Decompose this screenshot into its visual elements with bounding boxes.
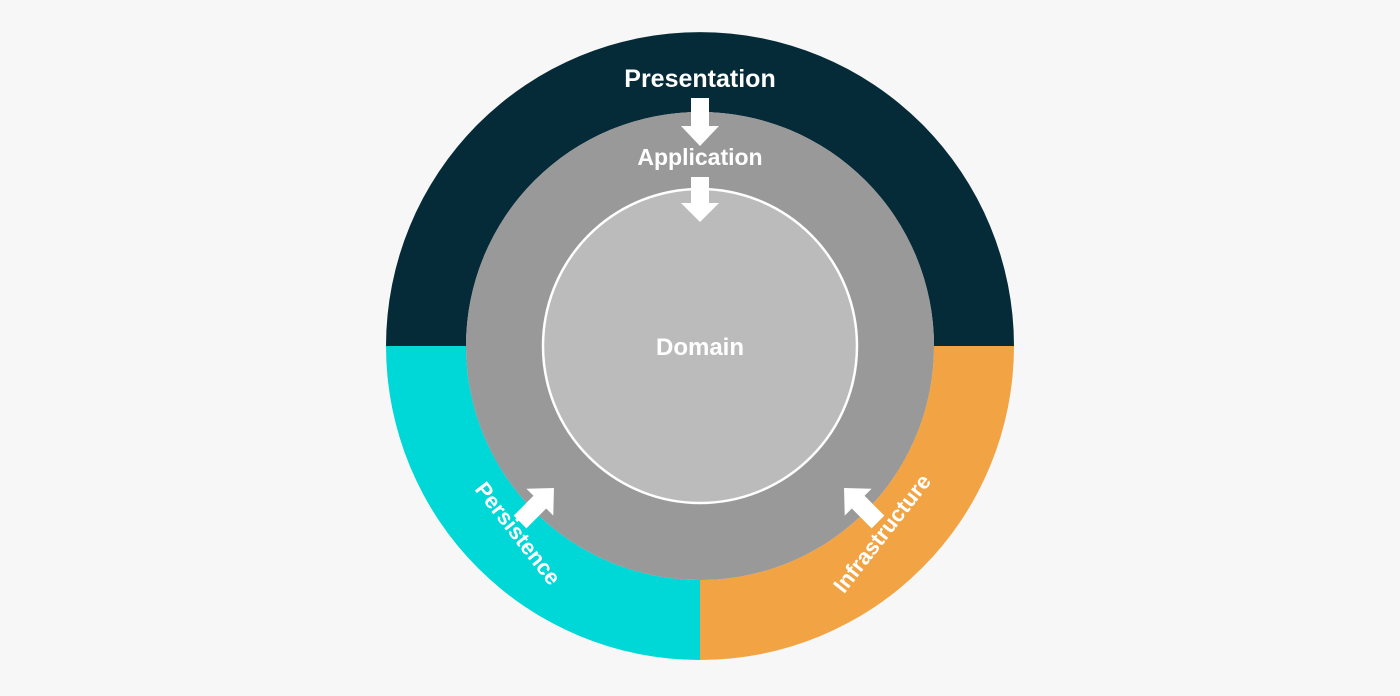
- arrow-application-to-domain: [681, 177, 719, 222]
- label-presentation: Presentation: [624, 65, 775, 93]
- layer-persistence-segment[interactable]: [386, 346, 700, 660]
- layer-infrastructure-segment[interactable]: [700, 346, 1014, 660]
- arrow-infrastructure-to-application: [844, 488, 885, 529]
- label-domain: Domain: [656, 334, 744, 361]
- layer-application-ring[interactable]: [465, 112, 934, 580]
- arrow-persistence-to-application: [513, 488, 554, 529]
- arrow-presentation-to-application: [681, 98, 719, 146]
- layer-presentation-segment[interactable]: [386, 32, 1014, 347]
- label-application: Application: [637, 144, 762, 170]
